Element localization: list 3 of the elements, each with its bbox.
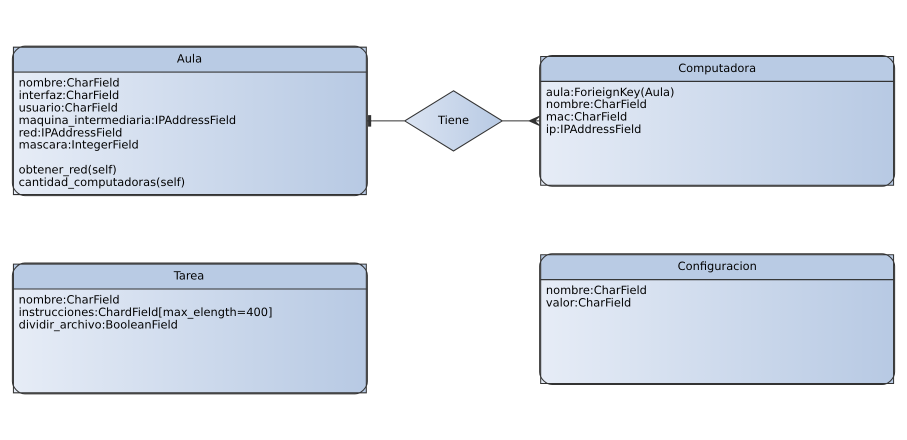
node-diamond: Tiene — [404, 90, 504, 152]
connector — [368, 115, 404, 127]
connector — [502, 116, 540, 126]
